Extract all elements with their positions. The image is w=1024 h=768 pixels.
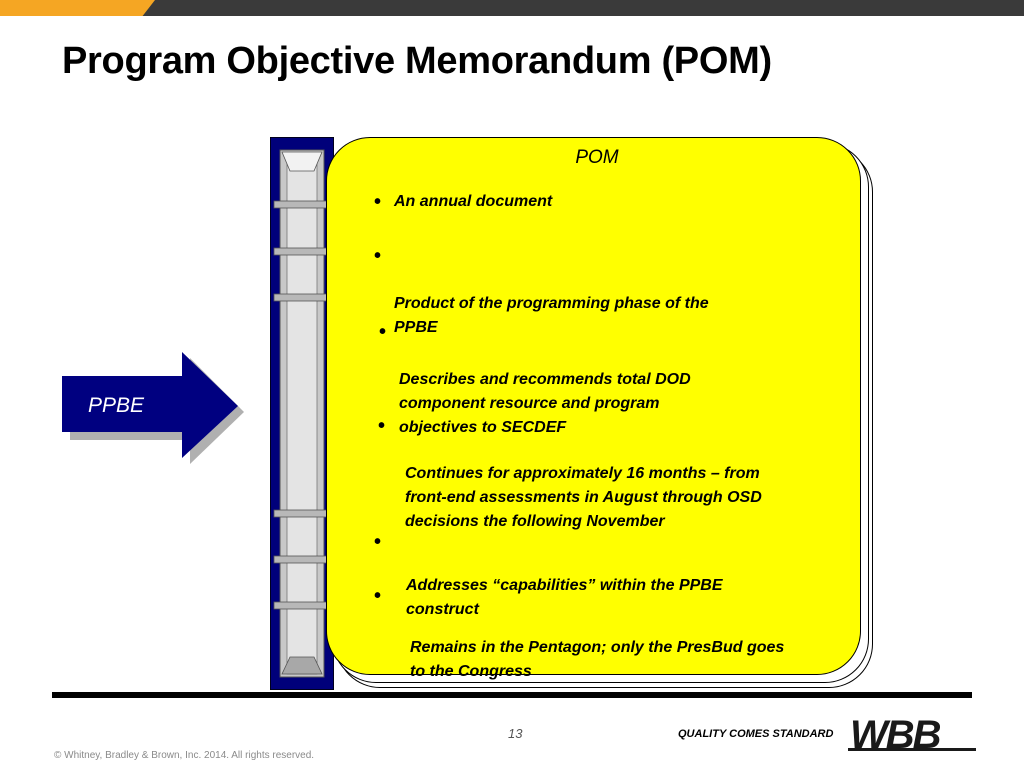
bullet-dot-icon: •	[374, 191, 382, 213]
bullet-item: • Remains in the Pentagon; only the Pres…	[374, 585, 785, 684]
bullet-text: Continues for approximately 16 months – …	[405, 465, 762, 530]
slide-title: Program Objective Memorandum (POM)	[62, 40, 772, 82]
bullet-item: • Continues for approximately 16 months …	[378, 414, 762, 534]
bullet-item: • Addresses “capabilities” within the PP…	[374, 526, 723, 622]
card-title: POM	[575, 147, 619, 168]
copyright-notice: © Whitney, Bradley & Brown, Inc. 2014. A…	[54, 750, 315, 761]
page-number: 13	[508, 726, 523, 741]
bullet-item: • Product of the programming phase of th…	[374, 244, 709, 340]
scroll-binder-graphic	[270, 137, 334, 690]
ppbe-arrow-label: PPBE	[88, 394, 145, 417]
logo-underline	[848, 748, 976, 751]
footer-divider	[52, 692, 972, 698]
ppbe-arrow	[62, 352, 244, 469]
bullet-text: Describes and recommends total DOD compo…	[399, 371, 691, 436]
bullet-text: An annual document	[394, 193, 553, 210]
bullet-text: Product of the programming phase of the …	[394, 295, 709, 336]
bullet-dot-icon: •	[374, 245, 382, 267]
bullet-dot-icon: •	[379, 321, 387, 343]
top-bar-accent	[0, 0, 155, 16]
bullet-text: Remains in the Pentagon; only the PresBu…	[410, 639, 785, 680]
top-bar	[0, 0, 1024, 16]
pom-card	[326, 137, 861, 675]
wbb-logo: WBB	[850, 713, 942, 757]
bullet-dot-icon: •	[378, 415, 386, 437]
bullet-item: • An annual document	[374, 190, 553, 214]
bullet-dot-icon: •	[374, 585, 382, 607]
bullet-text: Addresses “capabilities” within the PPBE…	[406, 577, 723, 618]
bullet-dot-icon: •	[374, 531, 382, 553]
footer-tagline: QUALITY COMES STANDARD	[678, 728, 834, 740]
bullet-item: • Describes and recommends total DOD com…	[379, 320, 691, 440]
